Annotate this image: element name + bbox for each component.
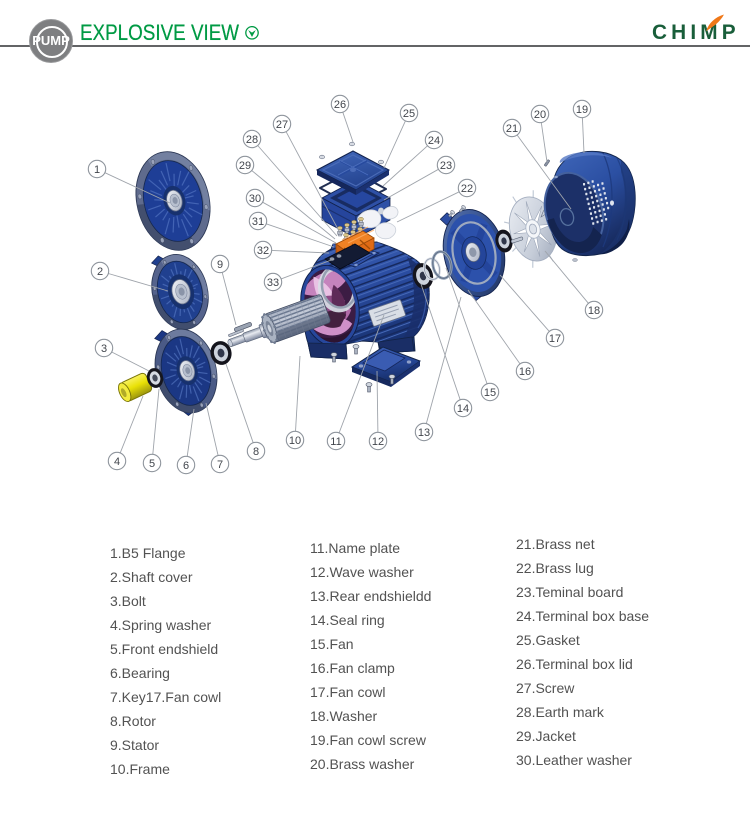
svg-text:8: 8 [253, 446, 259, 458]
svg-text:6: 6 [183, 460, 189, 472]
svg-text:18: 18 [588, 305, 600, 317]
svg-text:15: 15 [484, 387, 496, 399]
svg-text:24: 24 [428, 135, 440, 147]
svg-text:29: 29 [239, 160, 251, 172]
svg-text:28: 28 [246, 134, 258, 146]
svg-text:11: 11 [330, 436, 341, 448]
svg-text:13: 13 [418, 427, 430, 439]
svg-text:33: 33 [267, 277, 279, 289]
svg-text:2: 2 [97, 266, 103, 278]
svg-text:25: 25 [403, 108, 415, 120]
svg-text:23: 23 [440, 160, 452, 172]
svg-text:14: 14 [457, 403, 469, 415]
svg-text:20: 20 [534, 109, 546, 121]
svg-text:27: 27 [276, 119, 288, 131]
svg-text:17: 17 [549, 333, 561, 345]
svg-text:19: 19 [576, 104, 588, 116]
svg-text:26: 26 [334, 99, 346, 111]
svg-text:4: 4 [114, 456, 120, 468]
svg-text:5: 5 [149, 458, 155, 470]
svg-text:22: 22 [461, 183, 473, 195]
svg-text:12: 12 [372, 436, 384, 448]
svg-text:1: 1 [94, 164, 100, 176]
svg-text:21: 21 [506, 123, 518, 135]
svg-text:10: 10 [289, 435, 301, 447]
svg-text:9: 9 [217, 259, 223, 271]
svg-text:30: 30 [249, 193, 261, 205]
svg-text:7: 7 [217, 459, 223, 471]
svg-text:32: 32 [257, 245, 269, 257]
svg-text:3: 3 [101, 343, 107, 355]
svg-text:31: 31 [252, 216, 264, 228]
svg-text:16: 16 [519, 366, 531, 378]
